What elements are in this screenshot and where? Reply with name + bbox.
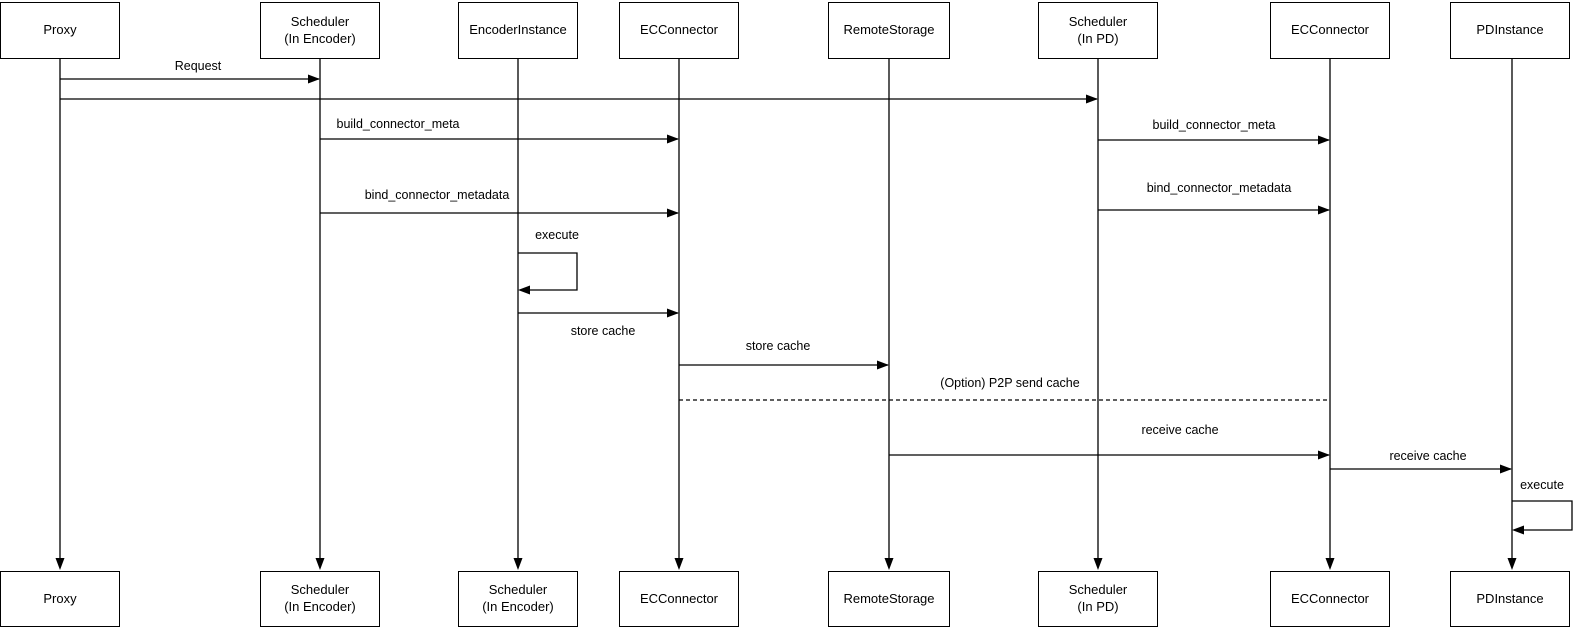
message-label-0: Request <box>174 59 222 73</box>
self-message-label-1: execute <box>1520 478 1564 492</box>
message-label-10: receive cache <box>1389 449 1467 463</box>
message-label-9: receive cache <box>1141 423 1219 437</box>
message-label-7: store cache <box>745 339 811 353</box>
message-arrowhead-10 <box>1500 464 1512 474</box>
actor-box-bottom-6: ECConnector <box>1270 571 1390 627</box>
message-label-8: (Option) P2P send cache <box>940 376 1080 390</box>
self-message-loop-0 <box>518 252 578 291</box>
actor-box-top-4: RemoteStorage <box>828 2 950 59</box>
message-arrowhead-0 <box>308 74 320 84</box>
message-arrowhead-3 <box>1318 135 1330 145</box>
message-label-6: store cache <box>570 324 636 338</box>
actor-box-top-3: ECConnector <box>619 2 739 59</box>
message-label-3: build_connector_meta <box>1152 118 1276 132</box>
actor-box-bottom-4: RemoteStorage <box>828 571 950 627</box>
actor-box-bottom-5: Scheduler (In PD) <box>1038 571 1158 627</box>
lifeline-end-arrow-6 <box>1325 558 1335 570</box>
actor-box-top-5: Scheduler (In PD) <box>1038 2 1158 59</box>
actor-box-bottom-0: Proxy <box>0 571 120 627</box>
message-label-5: bind_connector_metadata <box>1146 181 1292 195</box>
lifeline-end-arrow-3 <box>674 558 684 570</box>
self-message-arrowhead-1 <box>1512 525 1524 535</box>
actor-box-top-2: EncoderInstance <box>458 2 578 59</box>
lifeline-end-arrow-4 <box>884 558 894 570</box>
actor-box-bottom-2: Scheduler (In Encoder) <box>458 571 578 627</box>
message-arrowhead-1 <box>1086 94 1098 104</box>
message-arrowhead-4 <box>667 208 679 218</box>
actor-box-bottom-3: ECConnector <box>619 571 739 627</box>
message-arrowhead-9 <box>1318 450 1330 460</box>
self-message-loop-1 <box>1512 500 1573 531</box>
actor-box-bottom-7: PDInstance <box>1450 571 1570 627</box>
self-message-arrowhead-0 <box>518 285 530 295</box>
message-label-2: build_connector_meta <box>336 117 460 131</box>
message-label-4: bind_connector_metadata <box>364 188 510 202</box>
message-arrowhead-2 <box>667 134 679 144</box>
lifeline-end-arrow-5 <box>1093 558 1103 570</box>
lifeline-end-arrow-1 <box>315 558 325 570</box>
lifeline-end-arrow-2 <box>513 558 523 570</box>
actor-box-top-6: ECConnector <box>1270 2 1390 59</box>
actor-box-top-7: PDInstance <box>1450 2 1570 59</box>
actor-box-bottom-1: Scheduler (In Encoder) <box>260 571 380 627</box>
self-message-label-0: execute <box>535 228 579 242</box>
lifeline-end-arrow-0 <box>55 558 65 570</box>
lifeline-end-arrow-7 <box>1507 558 1517 570</box>
actor-box-top-0: Proxy <box>0 2 120 59</box>
message-arrowhead-7 <box>877 360 889 370</box>
message-arrowhead-5 <box>1318 205 1330 215</box>
actor-box-top-1: Scheduler (In Encoder) <box>260 2 380 59</box>
message-arrowhead-6 <box>667 308 679 318</box>
